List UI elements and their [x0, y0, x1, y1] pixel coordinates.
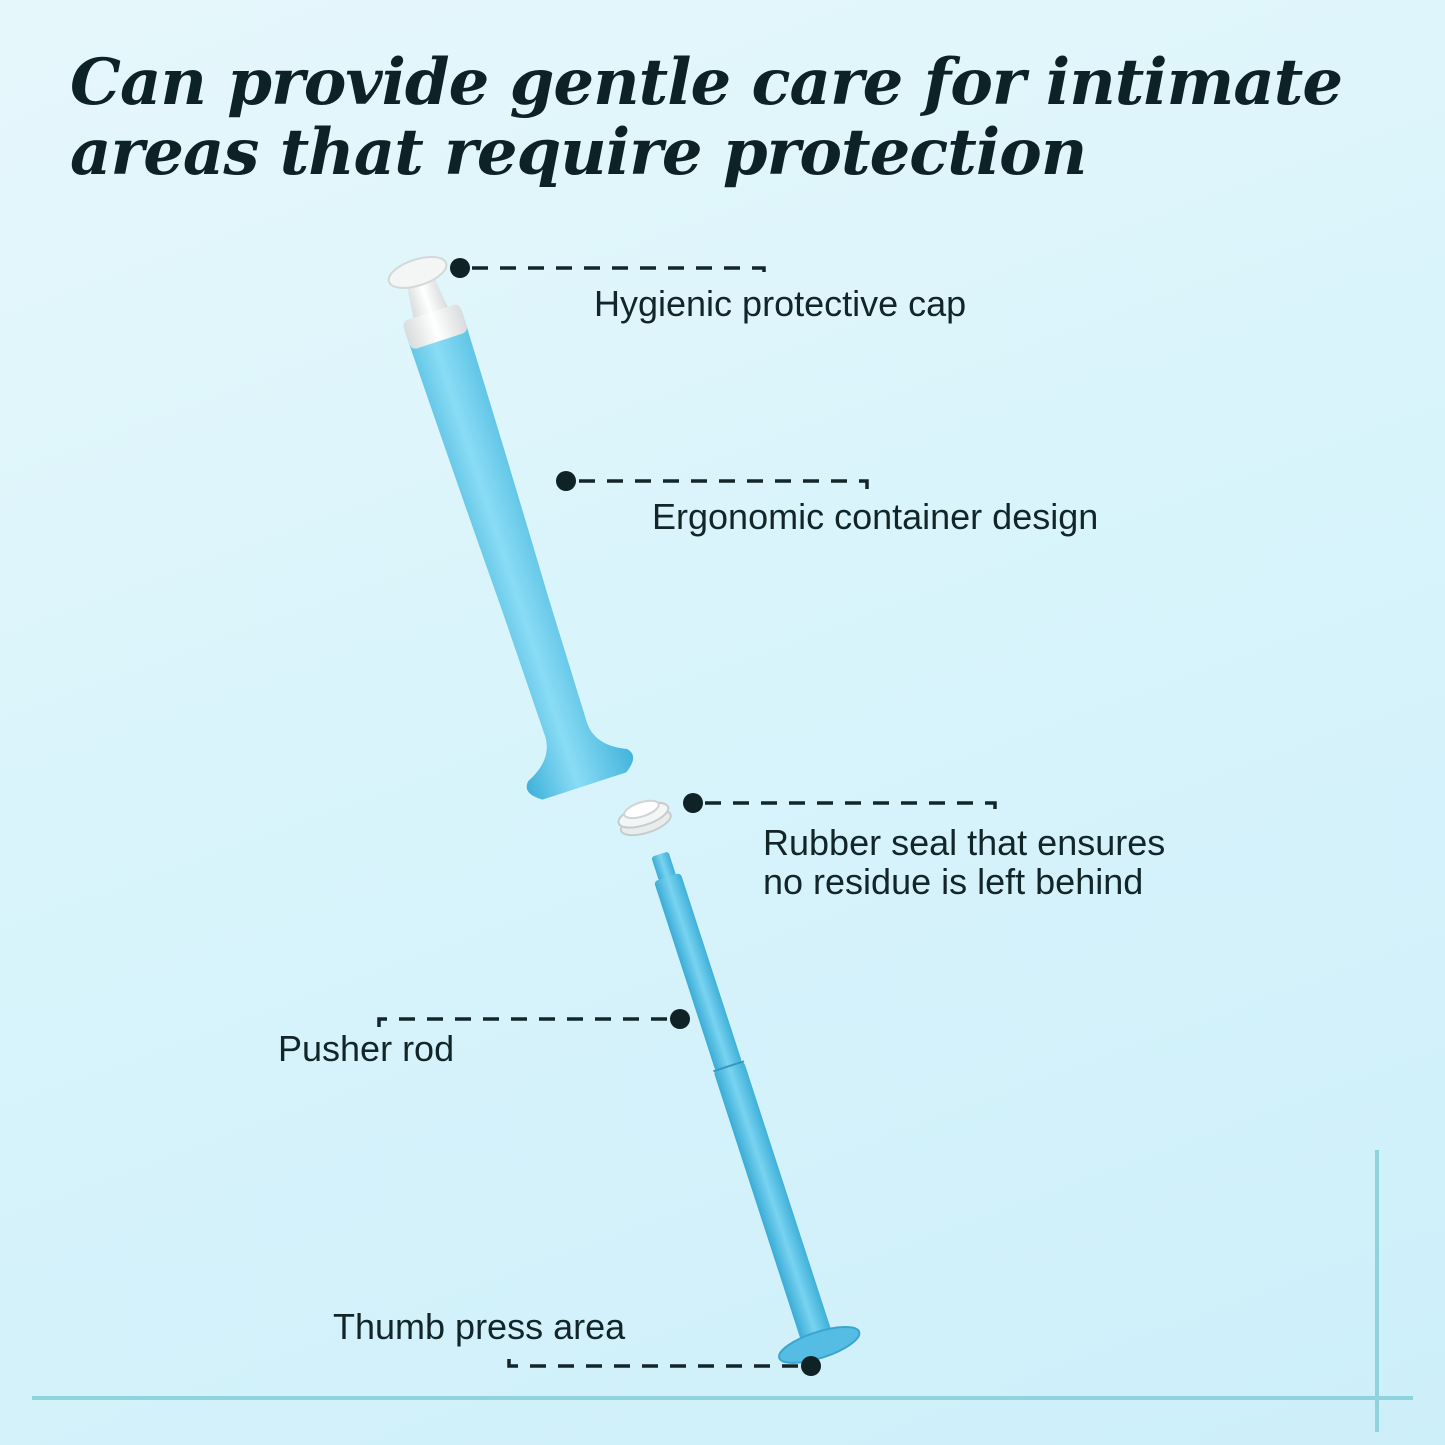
- container-callout-dot: [556, 471, 576, 491]
- thumb-label: Thumb press area: [333, 1306, 626, 1347]
- container-label: Ergonomic container design: [652, 496, 1099, 537]
- cap-callout-dot: [450, 258, 470, 278]
- cap-label: Hygienic protective cap: [594, 283, 967, 324]
- headline-line-1: Can provide gentle care for intimate: [70, 45, 1343, 120]
- seal-label-line-1: Rubber seal that ensures: [763, 822, 1166, 863]
- rod-callout-dot: [670, 1009, 690, 1029]
- thumb-callout-dot: [801, 1356, 821, 1376]
- seal-leader-line: [705, 801, 997, 813]
- pusher-rod: [651, 852, 861, 1364]
- seal-callout-dot: [683, 793, 703, 813]
- thumb-plate: [778, 1326, 861, 1364]
- headline-line-2: areas that require protection: [70, 115, 1087, 190]
- cap-collar: [403, 304, 467, 349]
- cap-leader-line: [472, 266, 766, 276]
- headline: Can provide gentle care for intimate are…: [70, 48, 1370, 188]
- thumb-leader-line: [507, 1356, 798, 1368]
- rubber-seal: [617, 799, 672, 837]
- cap-knob: [387, 255, 448, 289]
- rod-label: Pusher rod: [278, 1028, 455, 1069]
- applicator-barrel: [387, 255, 634, 800]
- rod-leader-line: [377, 1017, 667, 1029]
- seal-label-line-2: no residue is left behind: [763, 861, 1144, 902]
- container-leader-line: [579, 479, 869, 491]
